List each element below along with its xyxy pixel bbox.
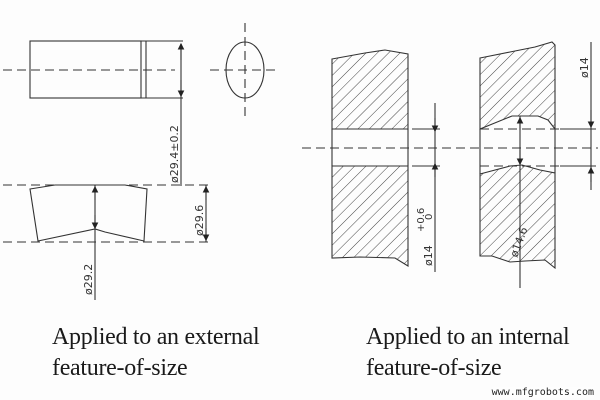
cylinder-side-view: [29, 40, 142, 99]
caption-external: Applied to an external feature-of-size: [52, 322, 260, 384]
external-feature-drawing: [3, 23, 277, 300]
dim-top-dia: ø29.4±0.2: [168, 125, 181, 183]
watermark: www.mfgrobots.com: [491, 387, 594, 398]
hatched-block-lower-left: [331, 165, 409, 267]
internal-feature-drawing: [302, 41, 598, 288]
technical-drawing: ø29.4±0.2 ø29.6 ø29.2 ø14 +0.6 0: [3, 23, 598, 300]
deformed-part-outline: [29, 184, 148, 242]
caption-internal-line1: Applied to an internal: [366, 324, 570, 350]
caption-external-line1: Applied to an external: [52, 324, 260, 350]
caption-external-line2: feature-of-size: [52, 355, 188, 381]
dim-right-dia: ø29.6: [193, 205, 206, 236]
caption-internal: Applied to an internal feature-of-size: [366, 322, 570, 384]
dim-hole-dia: ø14: [422, 245, 435, 266]
hatched-block-upper-left: [331, 49, 409, 130]
dim-deformed-min: ø14: [578, 57, 591, 78]
caption-internal-line2: feature-of-size: [366, 355, 502, 381]
dim-hole-tol-lower: 0: [424, 214, 435, 220]
dim-bottom-dia: ø29.2: [82, 264, 95, 295]
hatched-block-upper-right: [479, 41, 556, 131]
dim-hole-tol-upper: +0.6: [416, 208, 427, 232]
